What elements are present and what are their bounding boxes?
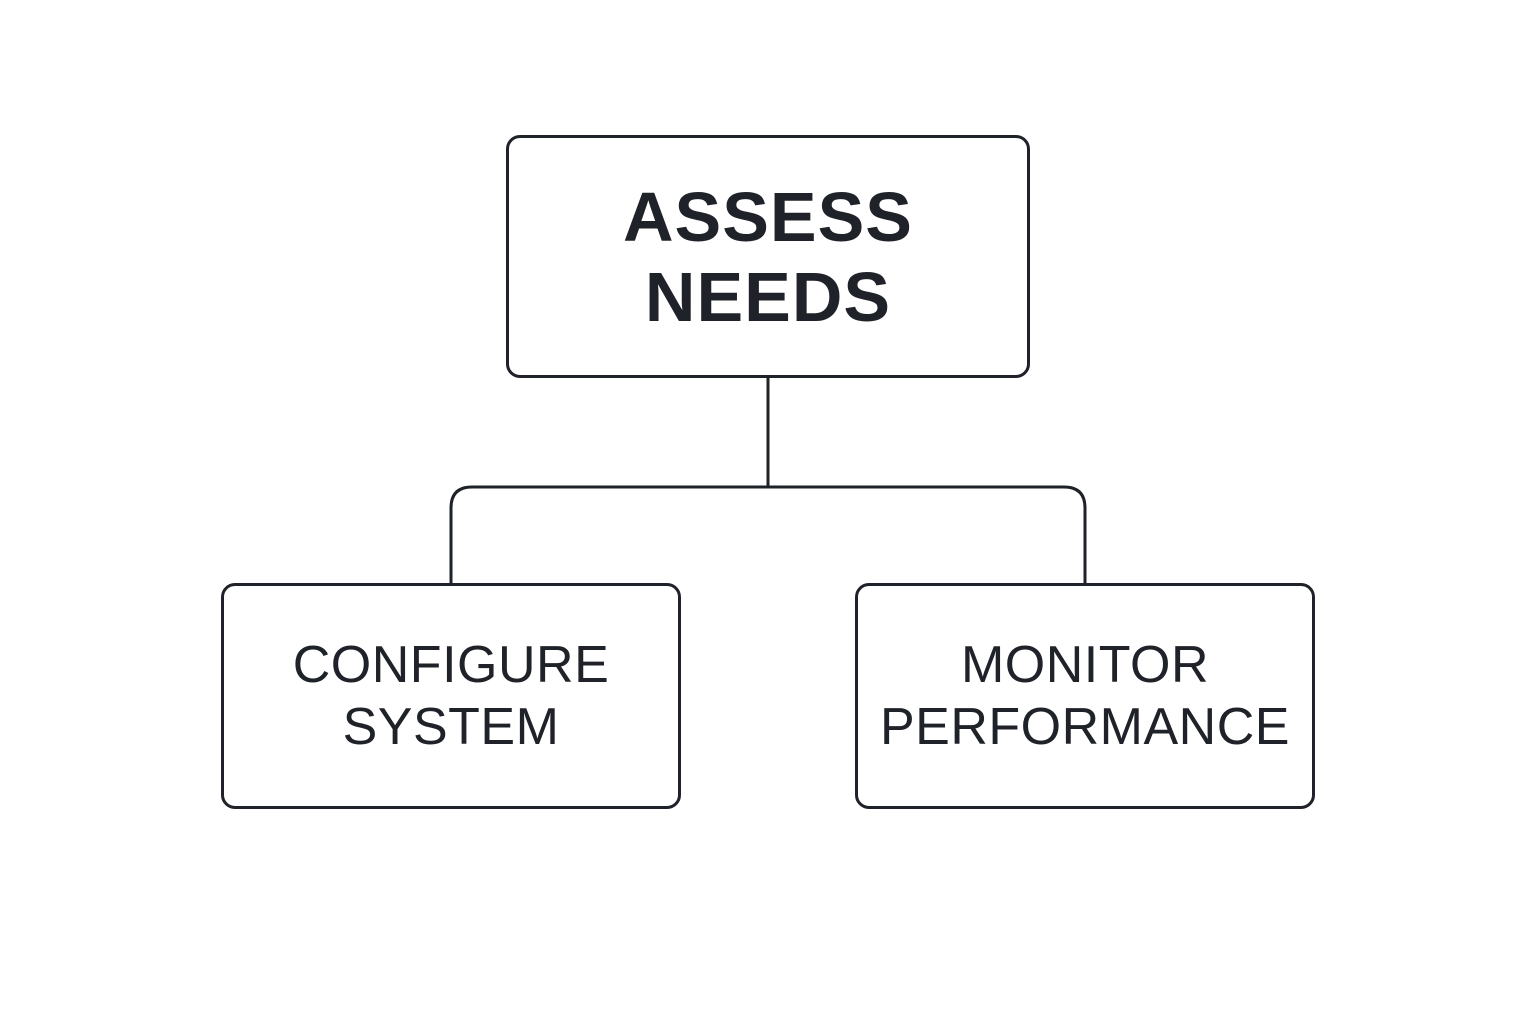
node-label-line: NEEDS — [644, 257, 892, 336]
node-label-line: ASSESS — [623, 177, 913, 256]
connector-branch-left — [449, 485, 768, 583]
node-label-line: CONFIGURE — [292, 636, 610, 694]
node-assess-needs: ASSESS NEEDS — [506, 135, 1030, 378]
node-label-line: SYSTEM — [342, 698, 560, 756]
node-label-line: PERFORMANCE — [880, 698, 1290, 756]
node-configure-system: CONFIGURE SYSTEM — [221, 583, 681, 809]
node-label-line: MONITOR — [960, 636, 1210, 694]
node-monitor-performance: MONITOR PERFORMANCE — [855, 583, 1315, 809]
connector-branch-right — [768, 485, 1087, 583]
